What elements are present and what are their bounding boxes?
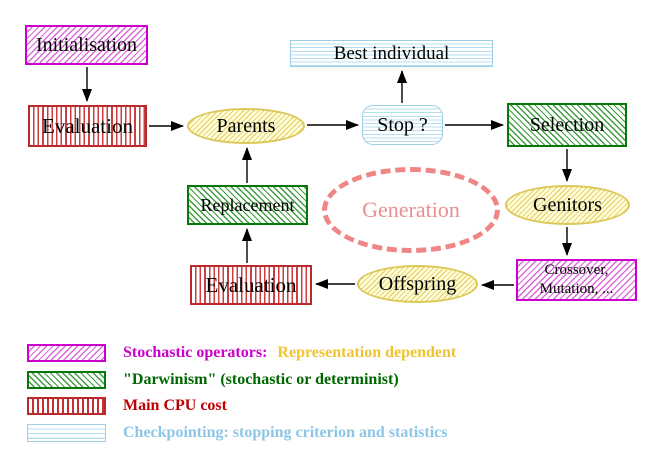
legend-label-checkpointing: Checkpointing: stopping criterion and st… [123,424,448,441]
node-genitors: Genitors [505,185,630,225]
node-crossover-mutation: Crossover, Mutation, ... [516,259,637,301]
legend-swatch-green-diagonal-hatch [27,371,106,389]
node-generation-label: Generation [362,197,460,223]
legend-item-checkpointing: Checkpointing: stopping criterion and st… [27,424,447,442]
node-genitors-label: Genitors [533,193,602,216]
node-evaluation-top-label: Evaluation [42,113,133,138]
node-parents-label: Parents [216,114,276,137]
legend-swatch-magenta-diagonal-hatch [27,344,106,362]
node-evaluation-bottom: Evaluation [190,265,312,305]
node-crossover-label-line1: Crossover, [544,261,609,278]
legend-item-darwinism: "Darwinism" (stochastic or determinist) [27,371,399,389]
legend-label-stochastic-operators: Stochastic operators: [123,344,268,361]
node-offspring-label: Offspring [378,272,457,295]
legend-item-main-cpu-cost: Main CPU cost [27,397,227,415]
node-initialisation-label: Initialisation [35,33,138,56]
node-evaluation-top: Evaluation [28,105,147,147]
legend-label-main-cpu-cost: Main CPU cost [123,397,227,414]
node-parents: Parents [187,108,305,144]
node-selection: Selection [507,103,627,147]
node-evaluation-bottom-label: Evaluation [205,272,297,297]
node-replacement-label: Replacement [200,194,295,215]
legend-swatch-cyan-horizontal-stripes [27,424,106,442]
node-crossover-label-line2: Mutation, ... [539,281,614,297]
legend-swatch-red-vertical-stripes [27,397,106,415]
node-replacement: Replacement [187,185,308,225]
node-initialisation: Initialisation [25,25,148,65]
node-stop: Stop ? [362,105,443,145]
node-stop-label: Stop ? [377,113,428,136]
legend-item-stochastic-operators: Stochastic operators: Representation dep… [27,344,456,362]
node-best-individual-label: Best individual [333,42,450,64]
node-selection-label: Selection [529,113,605,136]
node-generation-cycle: Generation [322,167,500,253]
legend-label-representation-dependent: Representation dependent [277,344,457,361]
node-offspring: Offspring [357,265,478,303]
node-best-individual: Best individual [290,40,493,67]
legend-label-darwinism: "Darwinism" (stochastic or determinist) [123,371,399,388]
